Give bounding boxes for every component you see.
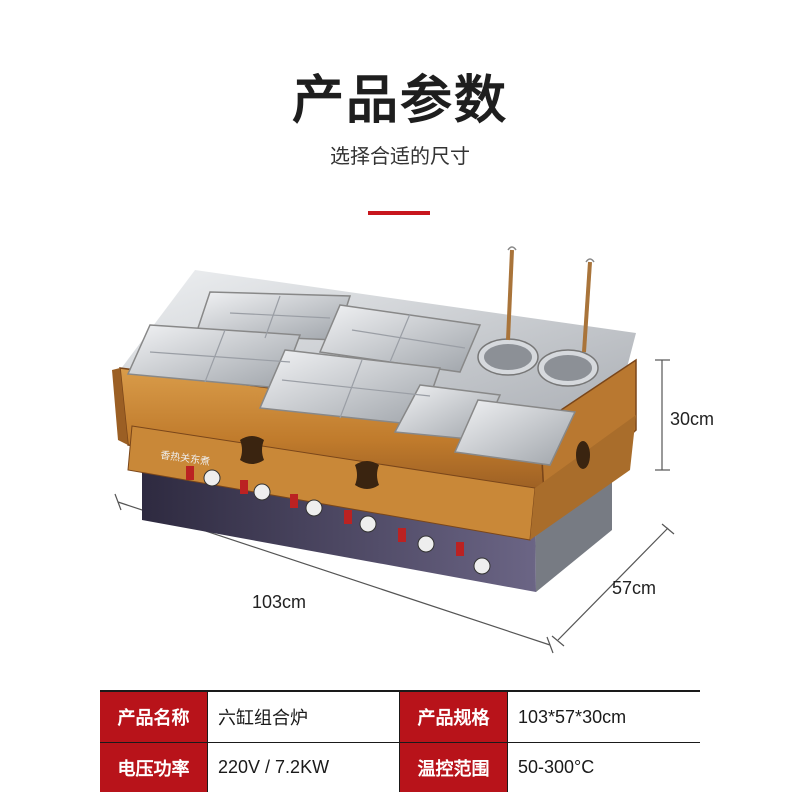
spec-value-size: 103*57*30cm	[508, 692, 700, 742]
product-image: 香热关东煮	[112, 246, 675, 654]
spec-table: 产品名称 六缸组合炉 产品规格 103*57*30cm 电压功率 220V / …	[100, 690, 700, 792]
wells	[126, 291, 599, 466]
height-dimension-label: 30cm	[670, 409, 715, 429]
page-title: 产品参数	[291, 71, 508, 131]
spec-key-temp-range: 温控范围	[400, 742, 508, 792]
page-subtitle: 选择合适的尺寸	[330, 144, 470, 168]
spec-value-power: 220V / 7.2KW	[208, 742, 400, 792]
spec-value-temp-range: 50-300°C	[508, 742, 700, 792]
width-dimension-label: 103cm	[252, 592, 307, 612]
accent-divider	[368, 211, 430, 215]
control-knobs	[186, 466, 491, 575]
fryer-baskets	[506, 249, 592, 353]
depth-dimension-label: 57cm	[612, 578, 657, 598]
spec-key-power: 电压功率	[100, 742, 208, 792]
spec-key-size: 产品规格	[400, 692, 508, 742]
spec-key-name: 产品名称	[100, 692, 208, 742]
spec-value-name: 六缸组合炉	[208, 692, 400, 742]
wood-frame	[112, 358, 637, 541]
